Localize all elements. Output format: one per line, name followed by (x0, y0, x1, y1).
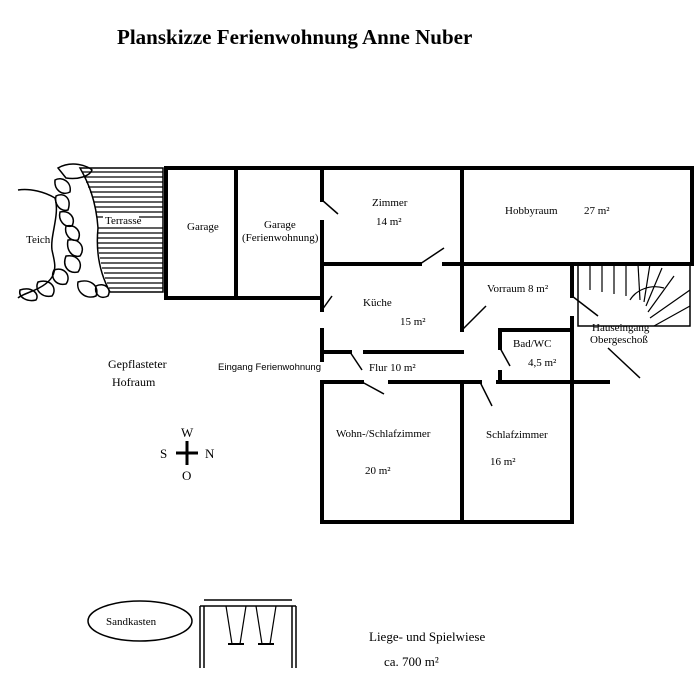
label-gepflastert-2: Hofraum (112, 375, 156, 389)
label-vorraum: Vorraum 8 m² (487, 283, 549, 295)
label-garage-fw-1: Garage (264, 219, 296, 231)
swing-set (199, 599, 297, 668)
label-teich: Teich (26, 234, 51, 246)
label-garage: Garage (187, 221, 219, 233)
label-kueche-area: 15 m² (400, 316, 426, 328)
compass-north: N (205, 446, 215, 461)
label-sandkasten: Sandkasten (106, 616, 157, 628)
sandbox: Sandkasten (87, 600, 193, 642)
label-garage-fw-2: (Ferienwohnung) (242, 232, 319, 244)
compass-rose: W S N O (160, 425, 215, 483)
label-flur: Flur 10 m² (369, 362, 416, 374)
label-wohn: Wohn-/Schlafzimmer (336, 428, 431, 440)
compass-west: W (181, 425, 194, 440)
label-terrasse: Terrasse (105, 215, 142, 227)
label-wohn-area: 20 m² (365, 465, 391, 477)
staircase (577, 263, 691, 327)
label-kueche: Küche (363, 297, 392, 309)
label-schlaf: Schlafzimmer (486, 429, 548, 441)
label-wiese-2: ca. 700 m² (384, 654, 439, 669)
plan-title: Planskizze Ferienwohnung Anne Nuber (117, 25, 472, 49)
label-bad: Bad/WC (513, 338, 552, 350)
label-hobbyraum: Hobbyraum (505, 205, 558, 217)
pond-outline (17, 188, 58, 299)
label-gepflastert-1: Gepflasteter (108, 357, 167, 371)
label-schlaf-area: 16 m² (490, 456, 516, 468)
label-wiese-1: Liege- und Spielwiese (369, 629, 485, 644)
doors (321, 199, 641, 407)
compass-east: O (182, 468, 191, 483)
label-bad-area: 4,5 m² (528, 357, 557, 369)
label-zimmer: Zimmer (372, 197, 408, 209)
label-eingang: Eingang Ferienwohnung (218, 362, 321, 373)
label-hauseingang-1: Hauseingang (592, 322, 650, 334)
label-zimmer-area: 14 m² (376, 216, 402, 228)
terrace-hatching (78, 167, 164, 293)
compass-south: S (160, 446, 167, 461)
label-hauseingang-2: Obergeschoß (590, 334, 648, 346)
label-hobbyraum-area: 27 m² (584, 205, 610, 217)
rock-border (19, 163, 110, 302)
